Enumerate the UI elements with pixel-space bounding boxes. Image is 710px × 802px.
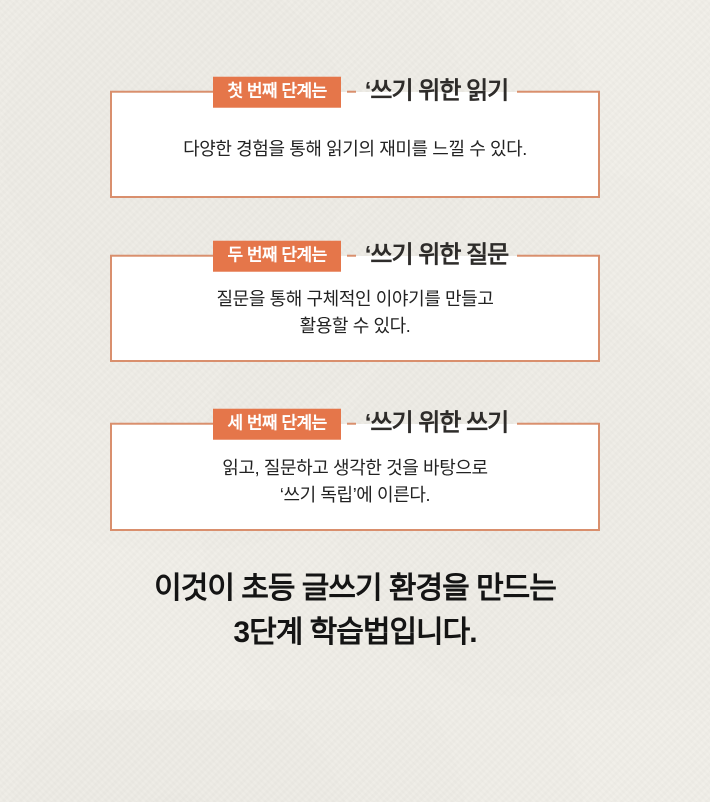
step-badge: 두 번째 단계는: [213, 240, 341, 272]
step-title: ‘쓰기 위한 쓰기: [364, 409, 509, 437]
step-description-line: 질문을 통해 구체적인 이야기를 만들고: [216, 289, 494, 309]
header-dash: [346, 90, 356, 93]
header-line-left: [110, 254, 214, 257]
step-card-3-header: 세 번째 단계는 ‘쓰기 위한 쓰기: [110, 408, 600, 440]
step-card-2: 두 번째 단계는 ‘쓰기 위한 질문 질문을 통해 구체적인 이야기를 만들고 …: [110, 240, 600, 362]
step-description-line: 다양한 경험을 통해 읽기의 재미를 느낄 수 있다.: [183, 138, 527, 159]
step-badge: 세 번째 단계는: [213, 408, 341, 440]
step-title: ‘쓰기 위한 질문: [364, 241, 509, 269]
header-line-left: [110, 422, 214, 425]
step-card-1-header: 첫 번째 단계는 ‘쓰기 위한 읽기: [110, 76, 600, 108]
card-news-page: 첫 번째 단계는 ‘쓰기 위한 읽기 다양한 경험을 통해 읽기의 재미를 느낄…: [110, 76, 600, 654]
step-card-1: 첫 번째 단계는 ‘쓰기 위한 읽기 다양한 경험을 통해 읽기의 재미를 느낄…: [110, 76, 600, 198]
footer-text: 이것이 초등 글쓰기 환경을 만드는 3단계 학습법입니다.: [110, 567, 600, 654]
header-line-left: [110, 90, 214, 93]
header-line-right: [517, 90, 600, 93]
step-badge: 첫 번째 단계는: [213, 76, 341, 108]
step-description-line: ‘쓰기 독립’에 이른다.: [279, 484, 431, 505]
header-dash: [346, 254, 356, 257]
step-description-line: 읽고, 질문하고 생각한 것을 바탕으로: [222, 457, 488, 478]
footer-line-2: 3단계 학습법입니다.: [233, 615, 477, 649]
step-card-2-header: 두 번째 단계는 ‘쓰기 위한 질문: [110, 240, 600, 272]
header-line-right: [517, 254, 600, 257]
footer-line-1: 이것이 초등 글쓰기 환경을 만드는: [154, 572, 557, 605]
step-description-line: 활용할 수 있다.: [299, 316, 411, 336]
header-line-right: [517, 422, 600, 425]
header-dash: [346, 422, 356, 425]
step-card-3: 세 번째 단계는 ‘쓰기 위한 쓰기 읽고, 질문하고 생각한 것을 바탕으로 …: [110, 408, 600, 531]
step-title: ‘쓰기 위한 읽기: [364, 77, 509, 105]
